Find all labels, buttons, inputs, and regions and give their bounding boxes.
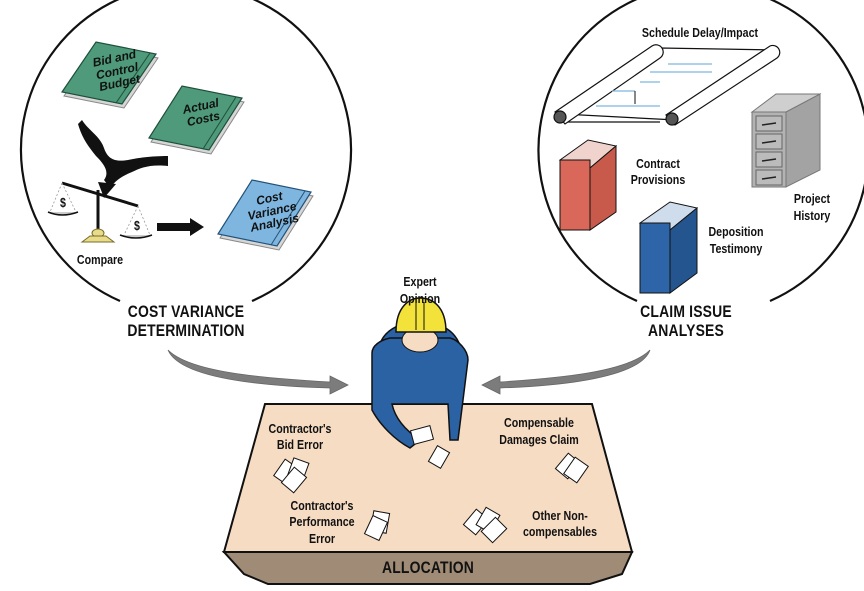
performance-error-line3: Error bbox=[308, 531, 336, 546]
project-history-line2: History bbox=[793, 208, 831, 223]
worker-hardhat-icon bbox=[371, 297, 469, 469]
dollar-left-icon: $ bbox=[60, 195, 66, 210]
contract-provisions-book-icon bbox=[558, 139, 618, 231]
contract-provisions-line2: Provisions bbox=[630, 172, 686, 187]
bid-error-line2: Bid Error bbox=[276, 437, 324, 452]
right-circle-outline bbox=[537, 0, 864, 303]
claim-issue-title-line2: ANALYSES bbox=[648, 321, 724, 340]
right-gray-arrow-icon bbox=[481, 349, 651, 395]
compensable-line1: Compensable bbox=[504, 415, 574, 430]
curved-arrow-icon bbox=[78, 120, 168, 188]
bid-error-line1: Contractor's bbox=[268, 421, 332, 436]
noncompensable-line1: Other Non- bbox=[532, 508, 588, 523]
cost-variance-book-icon bbox=[217, 179, 314, 251]
dollar-right-icon: $ bbox=[134, 218, 140, 233]
deposition-testimony-line2: Testimony bbox=[709, 241, 763, 256]
cost-variance-title-line1: COST VARIANCE bbox=[127, 302, 245, 321]
right-arrow-icon bbox=[157, 218, 204, 236]
schedule-scroll-icon bbox=[553, 44, 781, 126]
performance-error-line2: Performance bbox=[289, 514, 355, 529]
compensable-line2: Damages Claim bbox=[499, 432, 579, 447]
left-circle-outline bbox=[19, 0, 353, 303]
compare-label: Compare bbox=[76, 252, 124, 267]
deposition-testimony-book-icon bbox=[638, 201, 699, 294]
claim-issue-title-line1: CLAIM ISSUE bbox=[640, 302, 732, 321]
cost-variance-title-line2: DETERMINATION bbox=[127, 321, 245, 340]
deposition-testimony-line1: Deposition bbox=[708, 224, 764, 239]
card-pile-compensable-icon bbox=[554, 452, 589, 484]
card-pile-noncompensable-icon bbox=[462, 506, 508, 544]
expert-opinion-line1: Expert bbox=[403, 274, 437, 289]
schedule-delay-label: Schedule Delay/Impact bbox=[641, 25, 759, 40]
bid-budget-book-icon bbox=[60, 41, 159, 109]
project-history-line1: Project bbox=[793, 191, 831, 206]
noncompensable-line2: compensables bbox=[522, 524, 598, 539]
card-pile-performance-error-icon bbox=[363, 510, 391, 542]
filing-cabinet-icon bbox=[750, 93, 822, 188]
performance-error-line1: Contractor's bbox=[290, 498, 354, 513]
actual-costs-book-icon bbox=[148, 85, 245, 155]
scale-icon bbox=[47, 181, 153, 243]
allocation-table bbox=[221, 403, 634, 585]
left-gray-arrow-icon bbox=[167, 349, 349, 395]
card-pile-bid-error-icon bbox=[273, 457, 310, 494]
expert-opinion-line2: Opinion bbox=[399, 291, 441, 306]
allocation-title: ALLOCATION bbox=[382, 558, 474, 577]
contract-provisions-line1: Contract bbox=[636, 156, 680, 171]
